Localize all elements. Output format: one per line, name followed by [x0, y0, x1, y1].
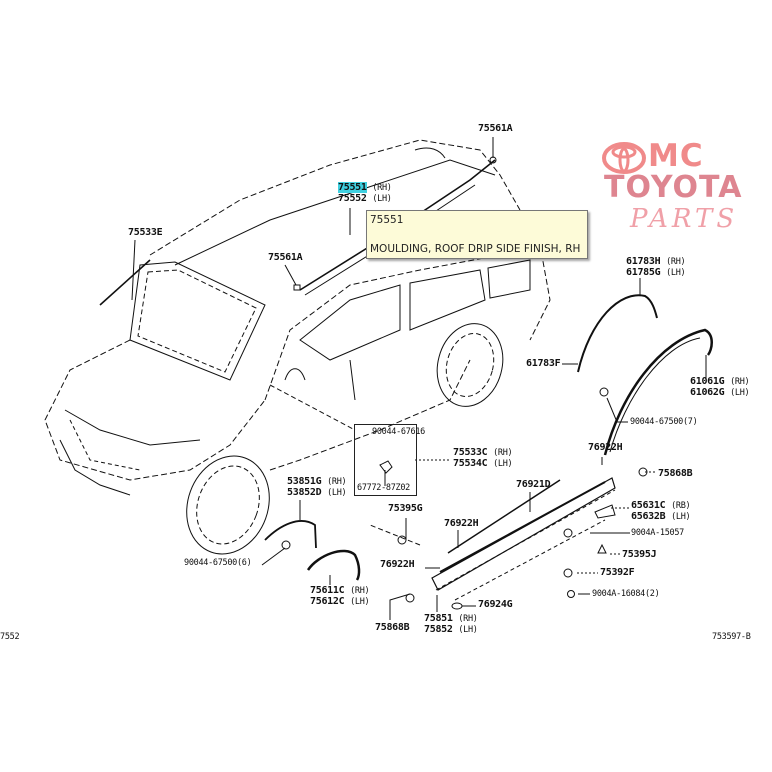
part-number-highlighted[interactable]: 75551	[338, 182, 367, 193]
part-label[interactable]: 76922H	[380, 559, 415, 570]
part-label[interactable]: 76922H	[588, 442, 623, 453]
part-label[interactable]: 75611C (RH)	[310, 585, 370, 597]
part-label[interactable]: 76922H	[444, 518, 479, 529]
side-suffix: (RH)	[493, 448, 513, 458]
part-label[interactable]: 61785G (LH)	[626, 267, 686, 279]
part-label[interactable]: 75392F	[600, 567, 635, 578]
side-suffix: (RH)	[458, 614, 478, 624]
tooltip-description: MOULDING, ROOF DRIP SIDE FINISH, RH	[370, 243, 581, 255]
side-suffix: (RH)	[327, 477, 347, 487]
part-label[interactable]: 90044-67500(6)	[184, 558, 252, 568]
part-label[interactable]: 75561A	[268, 252, 303, 263]
part-label[interactable]: 90044-67616	[372, 427, 425, 437]
side-suffix: (RH)	[372, 183, 392, 193]
part-label[interactable]: 53851G (RH)	[287, 476, 347, 488]
logo-mc: MC	[648, 138, 704, 174]
side-suffix: (RB)	[671, 501, 691, 511]
page-reference: 7552	[0, 632, 20, 642]
part-number[interactable]: 53852D	[287, 487, 322, 498]
part-number[interactable]: 61783H	[626, 256, 661, 267]
side-suffix: (LH)	[493, 459, 513, 469]
side-suffix: (LH)	[671, 512, 691, 522]
part-number[interactable]: 65632B	[631, 511, 666, 522]
part-number[interactable]: 61785G	[626, 267, 661, 278]
part-number[interactable]: 75611C	[310, 585, 345, 596]
diagram-id: 753597-B	[712, 632, 751, 642]
part-label[interactable]: 75612C (LH)	[310, 596, 370, 608]
part-label[interactable]: 61062G (LH)	[690, 387, 750, 399]
inset-detail-box	[354, 424, 417, 496]
part-label[interactable]: 9004A-16084(2)	[592, 589, 660, 599]
part-label[interactable]: 75395G	[388, 503, 423, 514]
part-label[interactable]: 9004A-15057	[631, 528, 684, 538]
side-suffix: (RH)	[666, 257, 686, 267]
part-number[interactable]: 75534C	[453, 458, 488, 469]
logo-sub: PARTS	[630, 204, 739, 234]
part-label[interactable]: 76921D	[516, 479, 551, 490]
part-number[interactable]: 75852	[424, 624, 453, 635]
part-label[interactable]: 67772-87Z02	[357, 483, 410, 493]
side-suffix: (LH)	[458, 625, 478, 635]
part-label[interactable]: 65632B (LH)	[631, 511, 691, 523]
part-label[interactable]: 90044-67500(7)	[630, 417, 698, 427]
part-label[interactable]: 75851 (RH)	[424, 613, 478, 625]
part-number[interactable]: 61062G	[690, 387, 725, 398]
side-suffix: (LH)	[350, 597, 370, 607]
side-suffix: (RH)	[730, 377, 750, 387]
part-label[interactable]: 75533E	[128, 227, 163, 238]
part-label[interactable]: 75533C (RH)	[453, 447, 513, 459]
toyota-emblem-icon	[602, 142, 646, 174]
part-label[interactable]: 75534C (LH)	[453, 458, 513, 470]
part-label[interactable]: 61783H (RH)	[626, 256, 686, 268]
mc-toyota-parts-logo: MC TOYOTA PARTS	[600, 138, 741, 235]
part-label[interactable]: 75552 (LH)	[338, 193, 392, 205]
part-label-selected[interactable]: 75551 (RH)	[338, 182, 392, 194]
side-suffix: (LH)	[666, 268, 686, 278]
tooltip-part-number: 75551	[370, 214, 404, 226]
side-suffix: (LH)	[327, 488, 347, 498]
part-number[interactable]: 61061G	[690, 376, 725, 387]
part-label[interactable]: 76924G	[478, 599, 513, 610]
part-number[interactable]: 65631C	[631, 500, 666, 511]
part-label[interactable]: 53852D (LH)	[287, 487, 347, 499]
part-label[interactable]: 61061G (RH)	[690, 376, 750, 388]
part-label[interactable]: 75852 (LH)	[424, 624, 478, 636]
part-label[interactable]: 65631C (RB)	[631, 500, 691, 512]
part-label[interactable]: 75868B	[375, 622, 410, 633]
part-number[interactable]: 75533C	[453, 447, 488, 458]
part-number[interactable]: 75851	[424, 613, 453, 624]
part-label[interactable]: 75868B	[658, 468, 693, 479]
part-number[interactable]: 53851G	[287, 476, 322, 487]
part-tooltip: 75551 MOULDING, ROOF DRIP SIDE FINISH, R…	[366, 210, 588, 259]
side-suffix: (LH)	[372, 194, 392, 204]
part-label[interactable]: 75395J	[622, 549, 657, 560]
side-suffix: (RH)	[350, 586, 370, 596]
part-label[interactable]: 75561A	[478, 123, 513, 134]
logo-brand: TOYOTA	[604, 170, 743, 205]
side-suffix: (LH)	[730, 388, 750, 398]
part-number[interactable]: 75552	[338, 193, 367, 204]
part-label[interactable]: 61783F	[526, 358, 561, 369]
part-number[interactable]: 75612C	[310, 596, 345, 607]
